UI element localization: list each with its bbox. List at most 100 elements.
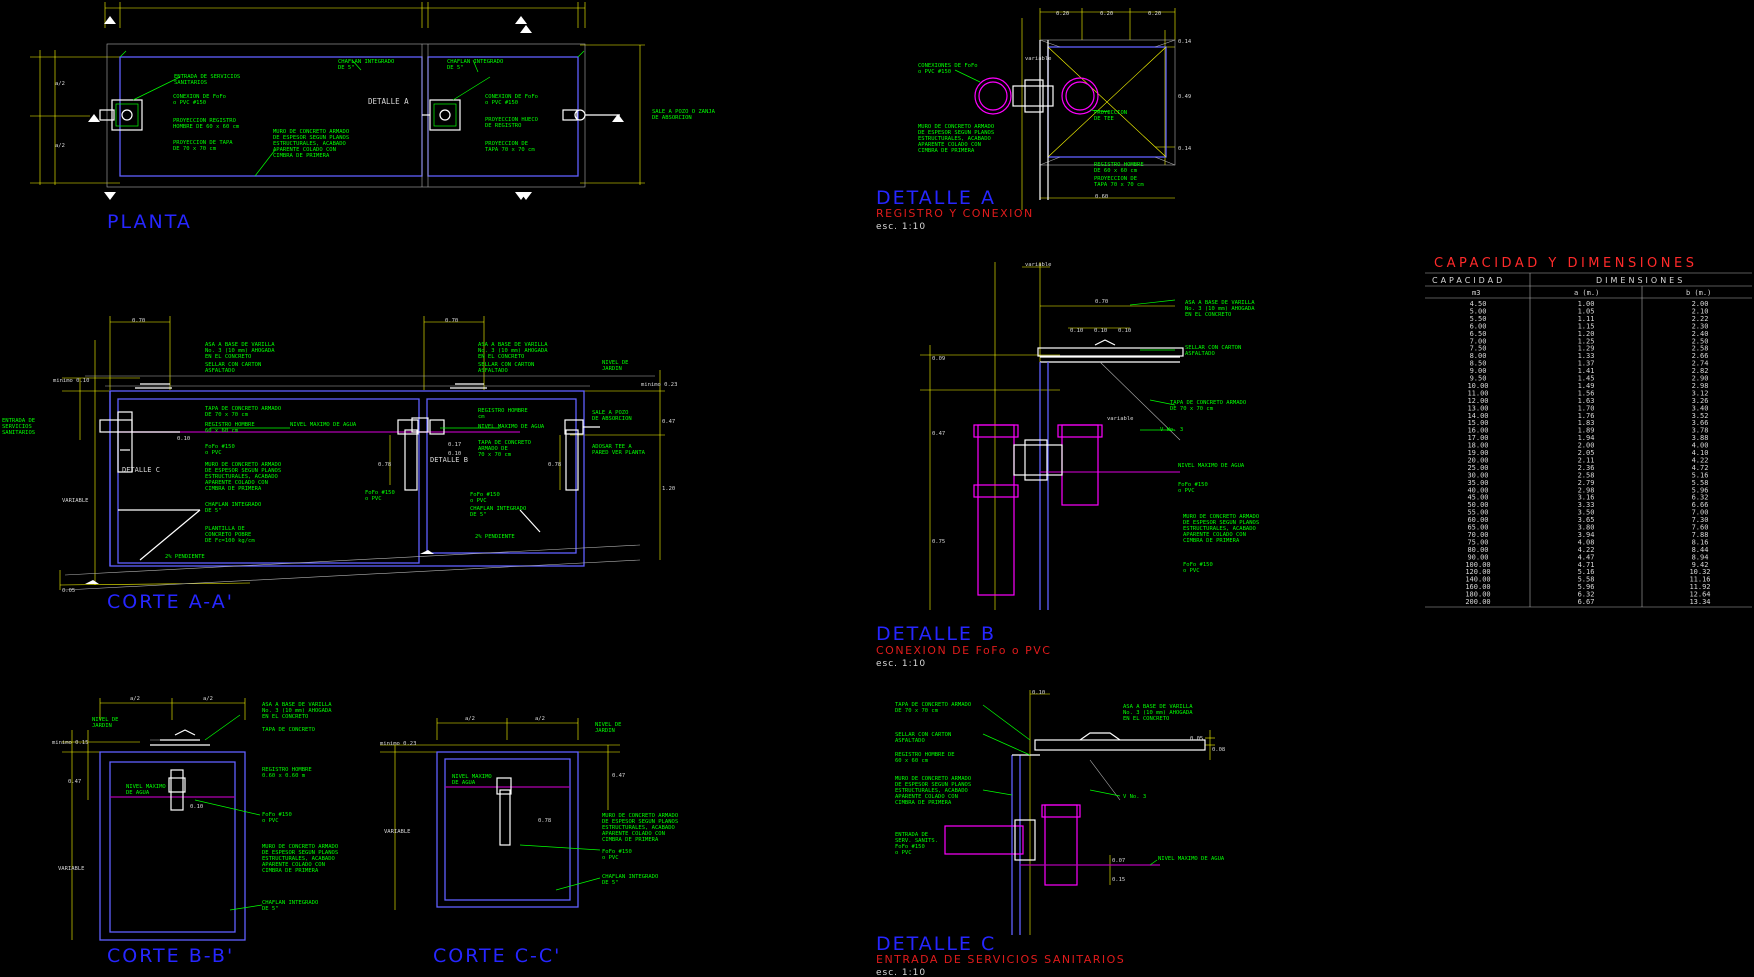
aa-fofo2-1: FoFo #150: [365, 490, 395, 496]
table-cell-capacidad: 17.00: [1467, 434, 1488, 442]
planta-section-markers: [88, 16, 624, 200]
bb-muro-5: CIMBRA DE PRIMERA: [262, 868, 319, 874]
table-cell-capacidad: 5.50: [1470, 315, 1487, 323]
aa-muro-4: APARENTE COLADO CON: [205, 480, 268, 486]
table-col-capacidad: CAPACIDAD: [1432, 276, 1505, 285]
bb-muro-1: MURO DE CONCRETO ARMADO: [262, 844, 338, 850]
note-proy-hueco-2: DE REGISTRO: [485, 123, 521, 129]
aa-detalle-c: DETALLE C: [122, 466, 160, 474]
db-fofo1-1: FoFo #150: [1178, 482, 1208, 488]
table-cell-capacidad: 11.00: [1467, 389, 1488, 397]
table-cell-capacidad: 35.00: [1467, 479, 1488, 487]
table-cell-capacidad: 55.00: [1467, 509, 1488, 517]
da-dim-020a: 0.20: [1056, 11, 1069, 17]
table-cell-b: 4.22: [1692, 457, 1709, 465]
db-sellar-2: ASFALTADO: [1185, 351, 1215, 357]
table-cell-capacidad: 40.00: [1467, 486, 1488, 494]
da-dim-020c: 0.20: [1148, 11, 1161, 17]
aa-sellar2-1: SELLAR CON CARTON: [478, 362, 534, 368]
cc-dim-047: 0.47: [612, 773, 625, 779]
corte-cc-structure: [436, 751, 601, 908]
table-cell-a: 1.45: [1578, 375, 1595, 383]
table-cell-b: 13.34: [1689, 598, 1710, 606]
note-sale-2: DE ABSORCION: [652, 115, 692, 121]
table-cell-a: 1.00: [1578, 300, 1595, 308]
planta-notes: a/2 a/2 ENTRADA DE SERVICIOS SANITARIOS …: [55, 59, 716, 159]
aa-plantilla-1: PLANTILLA DE: [205, 526, 245, 532]
db-dim-047: 0.47: [932, 431, 945, 437]
table-cell-a: 3.33: [1578, 501, 1595, 509]
aa-tapa2-3: 70 x 70 cm: [478, 452, 512, 458]
table-cell-a: 1.89: [1578, 427, 1595, 435]
table-cell-capacidad: 80.00: [1467, 546, 1488, 554]
da-dim-variable: variable: [1025, 56, 1052, 62]
table-cell-a: 1.41: [1578, 367, 1595, 375]
aa-plantilla-2: CONCRETO POBRE: [205, 532, 251, 538]
db-dim-010a: 0.10: [1070, 328, 1083, 334]
aa-dim-010: 0.10: [177, 436, 190, 442]
title-detalle-b: DETALLE B: [876, 623, 996, 645]
aa-chaflan2-2: DE 5": [470, 512, 487, 518]
aa-reg-hombre-1: REGISTRO HOMBRE: [205, 422, 255, 428]
dc-dim-015: 0.15: [1112, 877, 1125, 883]
table-cell-a: 1.25: [1578, 337, 1595, 345]
table-cell-a: 1.33: [1578, 352, 1595, 360]
dc-vno3: V No. 3: [1123, 794, 1146, 800]
note-conexion2-1: CONEXION DE FoFo: [485, 94, 538, 100]
bb-chaflan-2: DE 5": [262, 906, 279, 912]
aa-fofo1-1: FoFo #150: [205, 444, 235, 450]
aa-sellar1-2: ASFALTADO: [205, 368, 235, 374]
dc-sellar-1: SELLAR CON CARTON: [895, 732, 951, 738]
table-cell-a: 3.65: [1578, 516, 1595, 524]
aa-asa1-1: ASA A BASE DE VARILLA: [205, 342, 275, 348]
db-fofo1-2: o PVC: [1178, 488, 1195, 494]
table-cell-capacidad: 9.50: [1470, 375, 1487, 383]
planta-dim-a2-top: a/2: [55, 81, 65, 87]
note-detalle-a-ref: DETALLE A: [368, 97, 409, 106]
table-cell-capacidad: 180.00: [1465, 591, 1490, 599]
title-detalle-c: DETALLE C: [876, 933, 996, 955]
aa-nivel-max2: NIVEL MAXIMO DE AGUA: [478, 424, 545, 430]
table-cell-capacidad: 7.50: [1470, 345, 1487, 353]
note-chaflan1-1: CHAFLAN INTEGRADO: [338, 59, 394, 65]
bb-dim-047: 0.47: [68, 779, 81, 785]
aa-fofo3-2: o PVC: [470, 498, 487, 504]
corte-aa-pipes: [99, 411, 600, 491]
note-conexion1-1: CONEXION DE FoFo: [173, 94, 226, 100]
table-cell-b: 3.88: [1692, 434, 1709, 442]
corte-bb-dimension-lines: [62, 698, 246, 940]
cc-nivel-jardin-1: NIVEL DE: [595, 722, 622, 728]
da-proy-tapa-2: TAPA 70 x 70 cm: [1094, 182, 1144, 188]
planta-registers: [99, 59, 620, 177]
aa-pendiente: 2% PENDIENTE: [165, 554, 205, 560]
table-cell-b: 6.32: [1692, 494, 1709, 502]
aa-detalle-b: DETALLE B: [430, 456, 468, 464]
table-cell-capacidad: 65.00: [1467, 524, 1488, 532]
table-cell-a: 3.16: [1578, 494, 1595, 502]
bb-nivel-max-2: DE AGUA: [126, 790, 150, 796]
corte-aa-notes: ENTRADA DE SERVICIOS SANITARIOS minimo 0…: [2, 318, 677, 594]
table-cell-a: 4.22: [1578, 546, 1595, 554]
db-asa-1: ASA A BASE DE VARILLA: [1185, 300, 1255, 306]
bb-reg-hombre-2: 0.60 x 0.60 m: [262, 773, 306, 779]
aa-adosar-1: ADOSAR TEE A: [592, 444, 632, 450]
table-cell-b: 2.50: [1692, 337, 1709, 345]
table-cell-capacidad: 120.00: [1465, 568, 1490, 576]
table-cell-b: 3.52: [1692, 412, 1709, 420]
detalle-a-dimension-lines: [1021, 8, 1176, 210]
